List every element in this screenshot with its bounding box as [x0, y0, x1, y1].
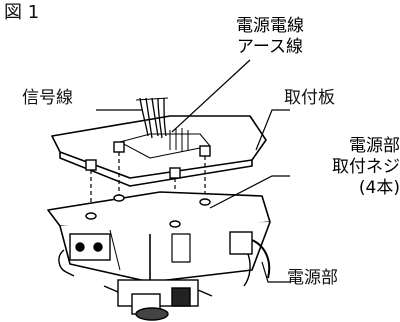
power-ground-wire-label: 電源電線 アース線 — [220, 16, 320, 58]
screw-count-label: (4本) — [358, 178, 400, 198]
mounting-plate-label: 取付板 — [284, 88, 335, 108]
leader-lines — [96, 59, 290, 283]
power-unit-label: 電源部 — [287, 268, 338, 288]
screw-label-line2: 取付ネジ — [332, 157, 400, 177]
power-unit-housing — [47, 191, 271, 283]
figure-label: 図 1 — [4, 2, 40, 23]
right-connector — [229, 231, 271, 287]
assembly-diagram — [47, 59, 290, 321]
mounting-screw-label: 電源部 取付ネジ (4本) — [270, 136, 400, 199]
housing-screws — [85, 194, 211, 228]
screw-label-line1: 電源部 — [349, 136, 400, 156]
ground-wire-label: アース線 — [236, 37, 304, 57]
mounting-plate — [51, 115, 267, 187]
terminal-block — [58, 233, 111, 277]
wire-ends — [169, 128, 189, 152]
bottom-mechanism — [103, 279, 213, 321]
signal-wire-label: 信号線 — [22, 88, 73, 108]
power-wire-label: 電源電線 — [236, 16, 304, 36]
cable-bundle — [135, 97, 169, 139]
